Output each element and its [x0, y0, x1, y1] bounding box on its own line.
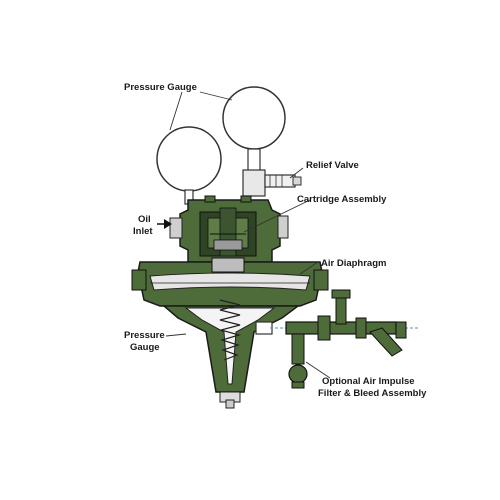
label-oil: Oil: [138, 214, 151, 225]
label-pressure: Pressure: [124, 330, 165, 341]
lower-gauge-fitting: [255, 321, 273, 335]
left-gauge-dial: [156, 126, 222, 192]
label-gauge: Gauge: [130, 342, 160, 353]
label-air-diaphragm: Air Diaphragm: [321, 258, 386, 269]
right-gauge-stem: [247, 148, 261, 172]
right-gauge-fitting: [242, 169, 266, 197]
spring-chamber: [184, 307, 276, 385]
spring: [218, 299, 242, 361]
label-cartridge-assembly: Cartridge Assembly: [297, 194, 387, 205]
label-relief-valve: Relief Valve: [306, 160, 359, 171]
relief-valve: [264, 174, 302, 188]
oil-inlet-port: [169, 217, 183, 239]
filter-bleed-assembly: [270, 289, 420, 389]
label-filter-line1: Optional Air Impulse: [322, 376, 415, 387]
label-filter-line2: Filter & Bleed Assembly: [318, 388, 427, 399]
bleed-valve: [288, 364, 308, 384]
regulator-body: [131, 195, 329, 409]
y-strainer: [369, 327, 403, 357]
air-diaphragm-plate: [149, 272, 311, 291]
label-pressure-gauge-top: Pressure Gauge: [124, 82, 197, 93]
oil-inlet-arrow: [157, 219, 172, 229]
leader-lines: [165, 91, 331, 379]
right-port: [277, 215, 289, 239]
top-pressure-gauges: [156, 86, 286, 205]
label-inlet: Inlet: [133, 226, 153, 237]
right-gauge-dial: [222, 86, 286, 150]
